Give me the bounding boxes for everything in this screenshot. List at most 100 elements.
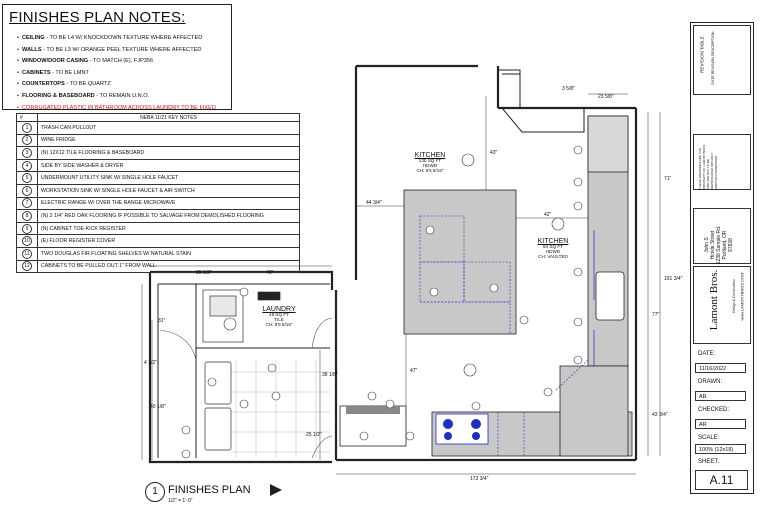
client-box bbox=[693, 208, 751, 264]
dim-label: 4 1/2" bbox=[144, 360, 157, 366]
key-note-number: 4 bbox=[22, 160, 32, 171]
finishes-note-text: - TO REMAIN U.N.O. bbox=[94, 92, 150, 99]
revision-table-title: REVISION TABLE bbox=[699, 36, 705, 73]
dim-label: 42" bbox=[544, 212, 552, 218]
room-ceiling: CH: VAULTED bbox=[538, 253, 568, 259]
key-note-number: 8 bbox=[22, 210, 32, 221]
laundry-door-swings bbox=[159, 317, 333, 459]
key-note-number-cell: 4 bbox=[16, 158, 38, 173]
key-note-text: (N) 12X12 TILE FLOORING & BASEBOARD bbox=[37, 146, 300, 160]
finishes-note-item: COUNTERTOPS - TO BE QUARTZ bbox=[17, 79, 216, 91]
key-note-row: 8 (N) 2 1/4" RED OAK FLOORING IF POSSIBLE… bbox=[16, 209, 300, 223]
room-label-kitchen-84: KITCHEN 84 SQ FT HDWD CH: VAULTED bbox=[528, 238, 578, 260]
dim-label: 40 1/8" bbox=[150, 404, 166, 410]
key-note-number-cell: 5 bbox=[16, 171, 38, 185]
key-note-text: SIDE BY SIDE WASHER & DRYER bbox=[37, 158, 300, 173]
finishes-note-text: - TO BE QUARTZ bbox=[64, 81, 111, 88]
key-note-number: 5 bbox=[22, 173, 32, 184]
finishes-notes-title: FINISHES PLAN NOTES: bbox=[9, 9, 186, 26]
dim-label: 25 1/2" bbox=[306, 432, 322, 438]
kitchen-top-wall bbox=[334, 64, 638, 462]
dim-label: 43 3/4" bbox=[652, 412, 668, 418]
key-notes-body: 1 TRASH CAN PULLOUT 2 WINE FRIDGE 3 (N) 12X12… bbox=[16, 121, 300, 274]
dim-label: 71" bbox=[664, 176, 672, 182]
room-area: 130 SQ FT bbox=[418, 158, 442, 164]
key-note-number: 10 bbox=[22, 236, 32, 247]
firm-logo-name: Lamont Bros. bbox=[708, 269, 720, 331]
dim-label: 23 5/8" bbox=[598, 94, 614, 100]
date-label: DATE: bbox=[698, 351, 716, 357]
key-note-number-cell: 11 bbox=[16, 246, 38, 261]
dim-label: 38 1/8" bbox=[322, 372, 338, 378]
checked-value: AR bbox=[695, 419, 746, 429]
room-ceiling: CH: 9'5 9/16" bbox=[265, 321, 293, 327]
room-name: LAUNDRY bbox=[262, 306, 296, 313]
finishes-note-text: - TO BE L3 W/ ORANGE PEEL TEXTURE WHERE … bbox=[41, 46, 202, 53]
laundry-inner-walls bbox=[157, 283, 330, 458]
dim-label: 191 3/4" bbox=[664, 276, 683, 282]
key-note-number: 7 bbox=[22, 198, 32, 209]
north-arrow-icon bbox=[270, 484, 282, 496]
room-area: 49 SQ FT bbox=[269, 312, 289, 318]
key-note-text: WINE FRIDGE bbox=[37, 133, 300, 148]
finishes-notes-list: CEILING - TO BE L4 W/ KNOCKDOWN TEXTURE … bbox=[17, 33, 216, 114]
dim-label: 3 5/8" bbox=[562, 86, 575, 92]
plan-scale: 1/2" = 1'-0" bbox=[168, 498, 193, 504]
key-note-text: (N) 2 1/4" RED OAK FLOORING IF POSSIBLE … bbox=[37, 209, 300, 223]
key-note-row: 2 WINE FRIDGE bbox=[16, 133, 300, 148]
room-name: KITCHEN bbox=[414, 152, 446, 159]
key-note-number-cell: 1 bbox=[16, 121, 38, 135]
key-note-row: 1 TRASH CAN PULLOUT bbox=[16, 121, 300, 135]
key-notes-num-header: # bbox=[16, 113, 38, 122]
key-note-number-cell: 6 bbox=[16, 183, 38, 198]
sheet-number: A.11 bbox=[695, 470, 748, 490]
key-note-number: 1 bbox=[22, 122, 32, 133]
key-note-number-cell: 3 bbox=[16, 146, 38, 160]
room-name: KITCHEN bbox=[537, 238, 569, 245]
range-cooktop bbox=[435, 413, 489, 445]
finishes-note-item: CORRUGATED PLASTIC IN BATHROOM ACROSS LA… bbox=[17, 103, 216, 115]
key-note-text: (E) FLOOR REGISTER COVER bbox=[37, 234, 300, 248]
key-note-text: TRASH CAN PULLOUT bbox=[37, 121, 300, 135]
key-note-number: 3 bbox=[22, 147, 32, 158]
revision-table-header: DATE REVISION DESCRIPTION bbox=[711, 31, 715, 85]
key-note-number-cell: 12 bbox=[16, 259, 38, 274]
key-note-number-cell: 2 bbox=[16, 133, 38, 148]
window-bumpout bbox=[498, 69, 585, 133]
corner-counter bbox=[559, 365, 629, 457]
key-note-text: ELECTRIC RANGE W/ OVER THE RANGE MICROWA… bbox=[37, 196, 300, 211]
finishes-note-key: WALLS bbox=[21, 46, 42, 53]
room-label-kitchen-130: KITCHEN 130 SQ FT HDWD CH: 9'5 9/16" bbox=[402, 152, 458, 174]
key-note-row: 9(N) CABINET TOE-KICK REGISTER bbox=[16, 221, 300, 236]
checked-label: CHECKED: bbox=[698, 407, 730, 413]
finishes-notes-box: FINISHES PLAN NOTES: CEILING - TO BE L4 … bbox=[2, 4, 232, 111]
section-markers bbox=[223, 153, 565, 377]
finishes-note-item: FLOORING & BASEBOARD - TO REMAIN U.N.O. bbox=[17, 91, 216, 103]
key-note-number: 6 bbox=[22, 185, 32, 196]
key-note-text: WORKSTATION SINK W/ SINGLE HOLE FAUCET &… bbox=[37, 183, 300, 198]
key-note-number-cell: 8 bbox=[16, 209, 38, 223]
key-note-row: 10 (E) FLOOR REGISTER COVER bbox=[16, 234, 300, 248]
room-floor: HDWD bbox=[545, 249, 561, 255]
firm-website: www.LAMONTBROS.COM bbox=[739, 272, 745, 321]
key-note-number-cell: 10 bbox=[16, 234, 38, 248]
range-burners bbox=[443, 419, 481, 440]
key-note-number: 2 bbox=[22, 135, 32, 146]
laundry-fixtures bbox=[202, 289, 281, 451]
plan-number: 1 bbox=[145, 482, 165, 502]
room-label-laundry: LAUNDRY 49 SQ FT TILE CH: 9'5 9/16" bbox=[254, 306, 304, 328]
finishes-note-key: COUNTERTOPS bbox=[21, 81, 65, 88]
finishes-note-item: CABINETS - TO BE LMNT bbox=[17, 68, 216, 80]
key-note-number-cell: 7 bbox=[16, 196, 38, 211]
blue-cabinet-outlines bbox=[431, 359, 589, 456]
finishes-note-item: WALLS - TO BE L3 W/ ORANGE PEEL TEXTURE … bbox=[17, 45, 216, 57]
plan-title: FINISHES PLAN bbox=[168, 484, 251, 496]
dim-label: 173 3/4" bbox=[470, 476, 489, 482]
key-note-row: 3 (N) 12X12 TILE FLOORING & BASEBOARD bbox=[16, 146, 300, 160]
firm-box bbox=[693, 266, 751, 344]
key-note-row: 7 ELECTRIC RANGE W/ OVER THE RANGE MICROW… bbox=[16, 196, 300, 211]
